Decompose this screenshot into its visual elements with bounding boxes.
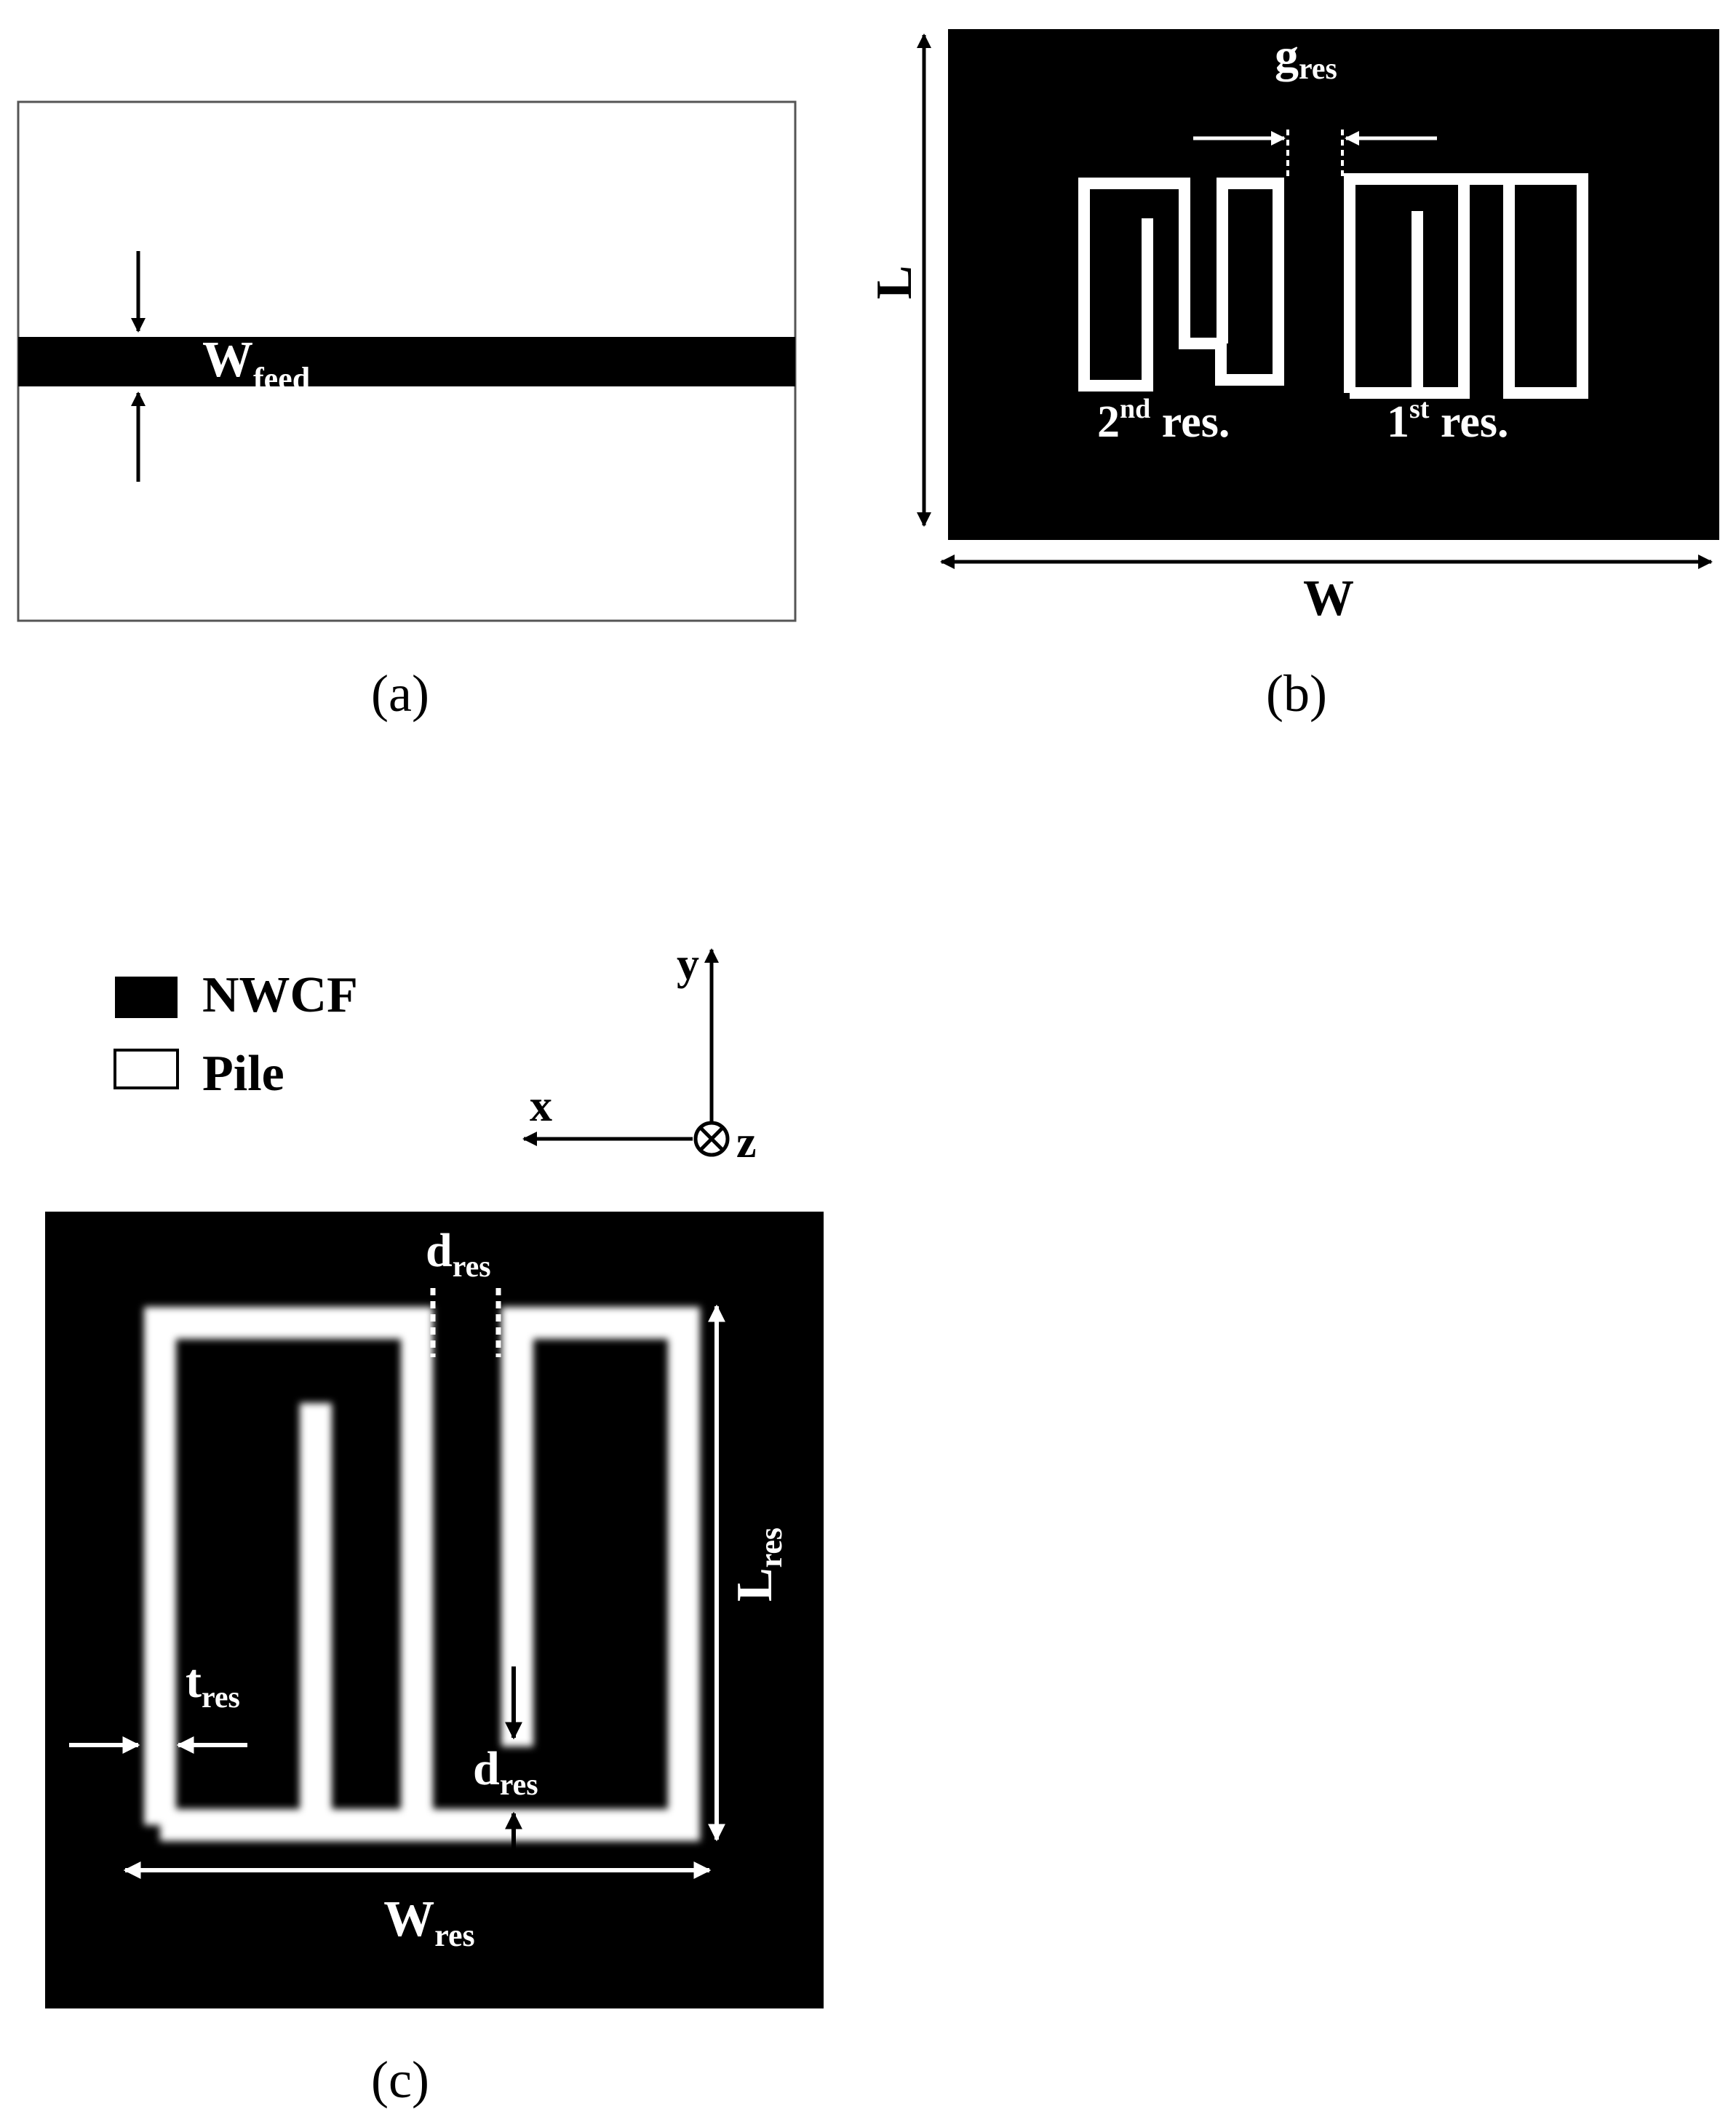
resonator-1st-inner bbox=[1412, 173, 1588, 399]
length-label: L bbox=[867, 266, 923, 300]
legend-swatch-pile bbox=[114, 1049, 179, 1089]
resonator-2nd bbox=[1078, 178, 1284, 392]
resonator-2nd-label: 2nd res. bbox=[1097, 394, 1230, 447]
legend-swatch-nwcf bbox=[115, 977, 178, 1018]
t-res-label: tres bbox=[186, 1655, 240, 1714]
gap-label: gres bbox=[1275, 29, 1337, 86]
legend: NWCF Pile bbox=[114, 967, 358, 1102]
legend-label-nwcf: NWCF bbox=[202, 967, 358, 1023]
z-axis-cross-2 bbox=[698, 1126, 725, 1152]
resonator-2nd-inner bbox=[1084, 218, 1153, 392]
resonator-detail bbox=[144, 1307, 700, 1841]
caption-a: (a) bbox=[371, 664, 429, 723]
panel-b: gres 2nd res. 1st res. L W (b) bbox=[867, 29, 1719, 723]
coordinate-axes: y x z bbox=[522, 939, 757, 1167]
caption-c: (c) bbox=[371, 2051, 429, 2109]
caption-b: (b) bbox=[1266, 664, 1327, 723]
x-axis-label: x bbox=[530, 1081, 552, 1131]
z-axis-label: z bbox=[736, 1118, 757, 1167]
l-res-label: Lres bbox=[727, 1527, 789, 1602]
resonator-board bbox=[948, 29, 1719, 540]
resonator-1st-label: 1st res. bbox=[1387, 394, 1509, 447]
d-top-label: dres bbox=[426, 1224, 491, 1284]
width-label: W bbox=[1303, 571, 1354, 627]
feed-line bbox=[18, 337, 795, 386]
y-axis-label: y bbox=[677, 939, 699, 989]
d-bottom-label: dres bbox=[473, 1742, 538, 1802]
feed-width-label: Wfeed bbox=[202, 332, 310, 397]
panel-a: Wfeed (a) bbox=[17, 100, 797, 723]
legend-label-pile: Pile bbox=[202, 1046, 284, 1102]
w-res-label: Wres bbox=[383, 1891, 474, 1953]
panel-c: NWCF Pile y x z dres Lres bbox=[45, 939, 824, 2109]
